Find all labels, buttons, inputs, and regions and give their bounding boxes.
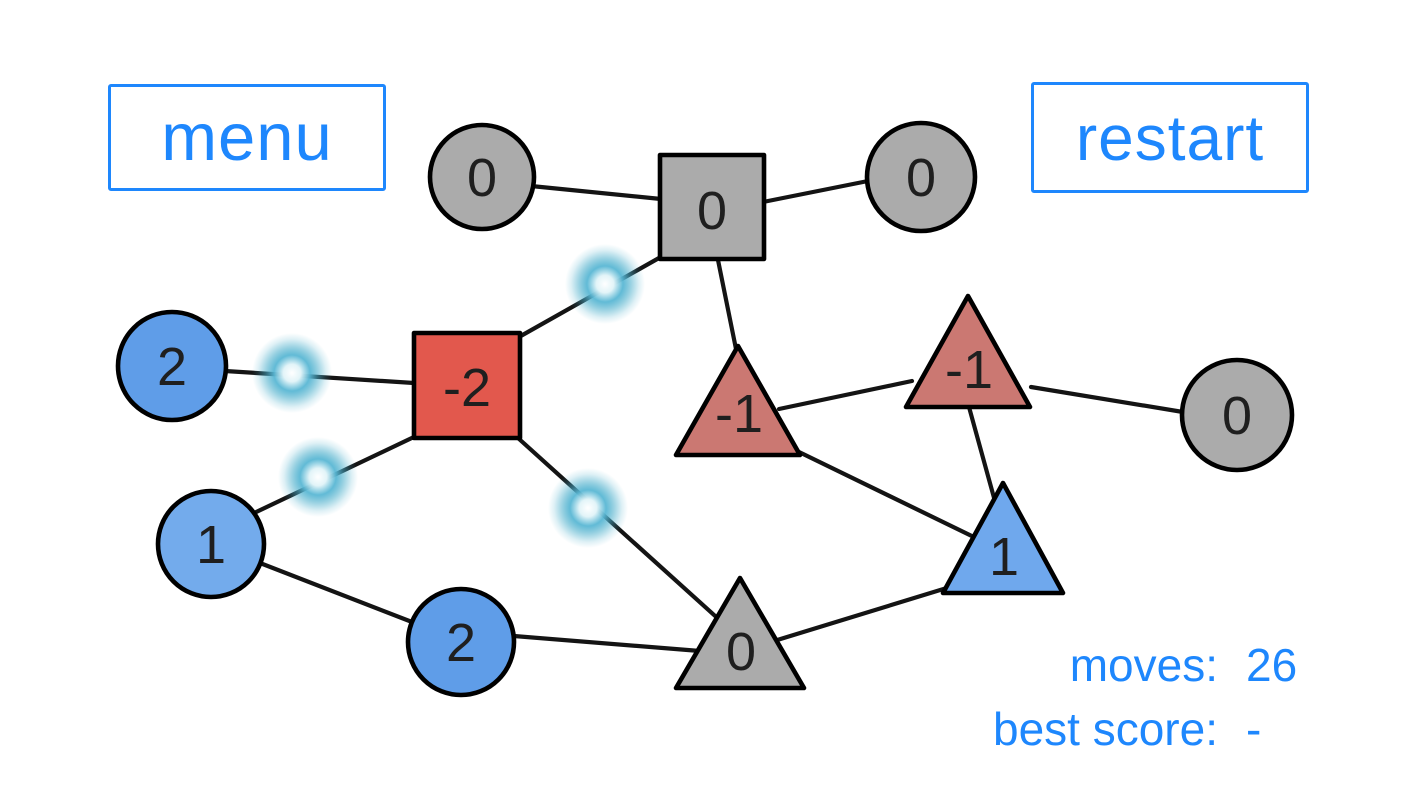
restart-button[interactable]: restart xyxy=(1031,82,1309,193)
edge xyxy=(528,183,664,202)
node-square xyxy=(411,330,523,441)
node-value: 1 xyxy=(196,515,226,575)
node-value: 0 xyxy=(726,622,756,682)
node-red-triangle-left[interactable]: -1 xyxy=(673,343,803,458)
edge xyxy=(776,378,915,412)
node-value: 0 xyxy=(1222,386,1252,446)
node-triangle xyxy=(673,343,803,458)
node-gray-circle-top-right[interactable]: 0 xyxy=(864,120,978,234)
node-gray-triangle-bottom[interactable]: 0 xyxy=(673,575,807,691)
node-value: -1 xyxy=(945,340,993,400)
edge xyxy=(1028,384,1186,415)
edge xyxy=(796,449,983,543)
node-circle xyxy=(405,586,517,698)
node-value: -1 xyxy=(715,384,763,444)
best-score-value: - xyxy=(1246,703,1262,755)
best-score-label: best score: xyxy=(993,703,1218,755)
node-red-square-center[interactable]: -2 xyxy=(411,330,523,441)
edge xyxy=(966,404,999,508)
node-circle xyxy=(115,309,229,423)
node-circle xyxy=(864,120,978,234)
moves-label: moves: xyxy=(1069,639,1218,691)
edge xyxy=(515,435,727,627)
node-triangle xyxy=(903,293,1033,410)
edge xyxy=(511,633,703,654)
node-value: 0 xyxy=(467,148,497,208)
menu-button[interactable]: menu xyxy=(108,84,386,191)
glow-layer xyxy=(252,244,645,548)
node-circle xyxy=(427,122,537,232)
node-red-triangle-right[interactable]: -1 xyxy=(903,293,1033,410)
node-value: 0 xyxy=(906,148,936,208)
edge-glow-indicator[interactable] xyxy=(278,437,358,517)
node-gray-circle-right[interactable]: 0 xyxy=(1179,357,1295,473)
node-gray-square-top[interactable]: 0 xyxy=(657,152,767,262)
edge xyxy=(257,560,415,625)
node-circle xyxy=(1179,357,1295,473)
edge xyxy=(760,178,871,205)
node-square xyxy=(657,152,767,262)
node-triangle xyxy=(673,575,807,691)
node-value: -2 xyxy=(443,358,491,418)
node-gray-circle-top-left[interactable]: 0 xyxy=(427,122,537,232)
node-blue-circle-mid-left[interactable]: 1 xyxy=(155,488,267,600)
edge xyxy=(715,257,739,352)
score-panel: moves: 26 best score: - xyxy=(993,638,1330,756)
node-blue-circle-bottom[interactable]: 2 xyxy=(405,586,517,698)
node-circle xyxy=(155,488,267,600)
node-blue-triangle-right[interactable]: 1 xyxy=(940,480,1066,596)
edge xyxy=(771,584,953,644)
node-value: 1 xyxy=(989,527,1019,587)
node-blue-circle-left[interactable]: 2 xyxy=(115,309,229,423)
moves-value: 26 xyxy=(1246,639,1298,691)
edge-glow-indicator[interactable] xyxy=(252,333,332,413)
edge-glow-indicator[interactable] xyxy=(548,468,628,548)
edge-glow-indicator[interactable] xyxy=(565,244,645,324)
node-value: 0 xyxy=(697,181,727,241)
node-value: 2 xyxy=(446,613,476,673)
node-value: 2 xyxy=(157,337,187,397)
node-triangle xyxy=(940,480,1066,596)
